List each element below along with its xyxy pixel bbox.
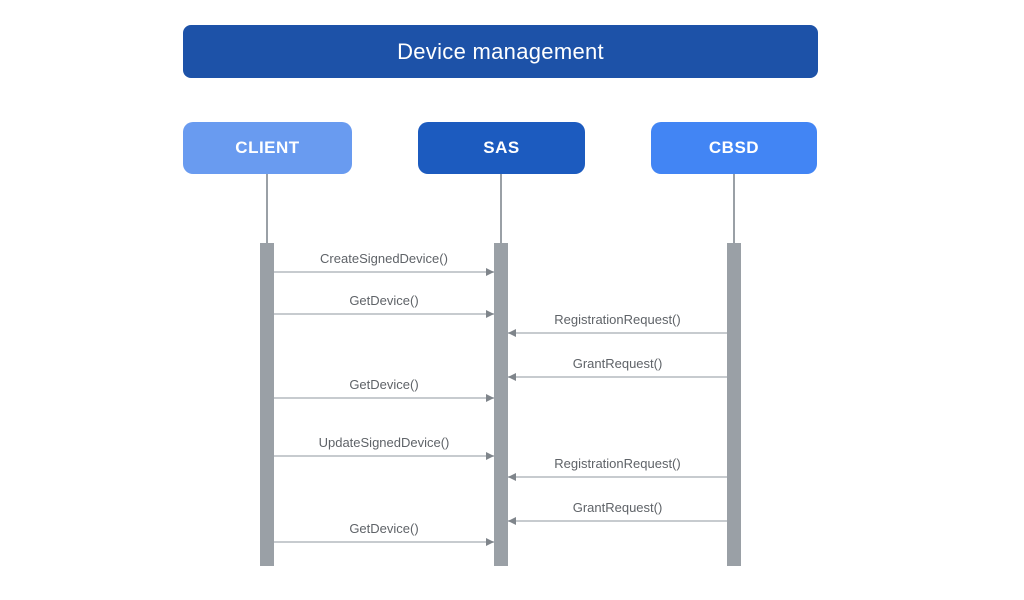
activation-bar-sas bbox=[494, 243, 508, 566]
message-line bbox=[508, 520, 727, 522]
arrowhead-left-icon bbox=[508, 373, 516, 381]
message-line bbox=[508, 476, 727, 478]
message-right-4: GetDevice() bbox=[274, 373, 494, 402]
arrowhead-left-icon bbox=[508, 517, 516, 525]
message-right-1: GetDevice() bbox=[274, 289, 494, 318]
message-line bbox=[274, 313, 494, 315]
message-label: GetDevice() bbox=[349, 521, 419, 536]
actor-box-sas: SAS bbox=[418, 122, 585, 174]
message-label: UpdateSignedDevice() bbox=[318, 435, 450, 450]
lifeline-stem-client bbox=[266, 174, 268, 243]
actor-box-cbsd: CBSD bbox=[651, 122, 817, 174]
message-right-5: UpdateSignedDevice() bbox=[274, 431, 494, 460]
arrowhead-right-icon bbox=[486, 394, 494, 402]
actor-box-client: CLIENT bbox=[183, 122, 352, 174]
diagram-title: Device management bbox=[397, 38, 604, 64]
arrowhead-left-icon bbox=[508, 329, 516, 337]
arrowhead-right-icon bbox=[486, 310, 494, 318]
actor-label-sas: SAS bbox=[483, 138, 520, 157]
message-left-7: GrantRequest() bbox=[508, 496, 727, 525]
arrowhead-right-icon bbox=[486, 452, 494, 460]
arrowhead-right-icon bbox=[486, 268, 494, 276]
actor-label-client: CLIENT bbox=[235, 138, 300, 157]
arrowhead-right-icon bbox=[486, 538, 494, 546]
message-label: RegistrationRequest() bbox=[554, 312, 681, 327]
diagram-title-bar: Device management bbox=[183, 25, 818, 78]
message-label: GrantRequest() bbox=[572, 356, 663, 371]
message-right-8: GetDevice() bbox=[274, 517, 494, 546]
message-label: GetDevice() bbox=[349, 293, 419, 308]
message-line bbox=[508, 332, 727, 334]
activation-bar-client bbox=[260, 243, 274, 566]
message-line bbox=[274, 397, 494, 399]
lifeline-stem-sas bbox=[500, 174, 502, 243]
message-label: GrantRequest() bbox=[572, 500, 663, 515]
message-line bbox=[508, 376, 727, 378]
message-line bbox=[274, 271, 494, 273]
arrowhead-left-icon bbox=[508, 473, 516, 481]
message-line bbox=[274, 541, 494, 543]
message-label: GetDevice() bbox=[349, 377, 419, 392]
lifeline-stem-cbsd bbox=[733, 174, 735, 243]
message-right-0: CreateSignedDevice() bbox=[274, 247, 494, 276]
message-line bbox=[274, 455, 494, 457]
actor-label-cbsd: CBSD bbox=[708, 138, 760, 157]
message-label: CreateSignedDevice() bbox=[320, 251, 448, 266]
message-left-6: RegistrationRequest() bbox=[508, 452, 727, 481]
message-left-3: GrantRequest() bbox=[508, 352, 727, 381]
message-label: RegistrationRequest() bbox=[554, 456, 681, 471]
message-left-2: RegistrationRequest() bbox=[508, 308, 727, 337]
activation-bar-cbsd bbox=[727, 243, 741, 566]
